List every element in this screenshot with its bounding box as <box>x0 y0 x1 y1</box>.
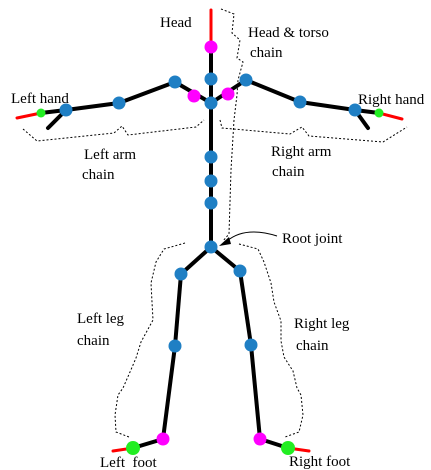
left-thigh-bone <box>173 272 183 348</box>
left-forearm-bone <box>64 101 121 112</box>
left-foot-effector <box>126 441 140 455</box>
left-hand-label: Left hand <box>11 91 69 107</box>
spine-joint-upper <box>204 150 218 164</box>
right-ankle-joint <box>253 432 267 446</box>
right-elbow-joint <box>293 95 307 109</box>
right-thigh-bone <box>238 269 253 347</box>
chest-joint <box>204 96 218 110</box>
right-hip-joint <box>233 264 247 278</box>
right-leg-chain-bracket <box>238 243 304 438</box>
right-upper-arm-bone <box>244 78 302 104</box>
left-hip-bone <box>179 245 213 276</box>
right-arm-chain-label-line2: chain <box>272 164 305 180</box>
right-arm-chain-bracket <box>219 119 408 143</box>
left-leg-chain-label-line2: chain <box>77 333 110 349</box>
head-torso-chain-label-line1: Head & torso <box>248 25 329 41</box>
root-joint <box>204 240 218 254</box>
right-hand-effector <box>374 108 384 118</box>
left-elbow-joint <box>112 96 126 110</box>
right-wrist-joint <box>348 103 362 117</box>
left-knee-joint <box>168 339 182 353</box>
head-torso-chain-label-line2: chain <box>250 45 283 61</box>
left-foot-label: Left foot <box>100 455 157 470</box>
root-joint-label: Root joint <box>282 231 343 247</box>
root-joint-arrow-curve <box>226 231 278 242</box>
left-leg-chain-label-line1: Left leg <box>77 311 125 327</box>
root-joint-arrow-head <box>219 237 231 246</box>
left-upper-arm-bone <box>117 80 177 105</box>
left-hand-effector <box>36 108 46 118</box>
right-shin-bone <box>249 343 262 441</box>
right-hand-label: Right hand <box>358 92 425 108</box>
right-shoulder-joint <box>239 73 253 87</box>
right-forearm-bone <box>298 100 357 112</box>
spine-joint-lower <box>204 196 218 210</box>
left-shoulder-joint <box>168 75 182 89</box>
head-label: Head <box>160 15 192 31</box>
right-foot-effector <box>281 441 295 455</box>
left-wrist-joint <box>59 103 73 117</box>
chain-brackets <box>22 8 408 438</box>
root-joint-arrow <box>219 231 278 246</box>
head-torso-chain-bracket <box>220 8 244 242</box>
left-arm-chain-label-line2: chain <box>82 167 115 183</box>
left-clavicle-joint <box>187 89 201 103</box>
left-shin-bone <box>161 344 177 441</box>
head-chain-end-joint <box>204 40 218 54</box>
joints <box>59 72 362 353</box>
right-leg-chain-label-line2: chain <box>296 338 329 354</box>
left-arm-chain-bracket <box>22 119 205 142</box>
right-knee-joint <box>244 338 258 352</box>
left-hip-joint <box>174 267 188 281</box>
effectors <box>36 108 384 455</box>
right-leg-chain-label-line1: Right leg <box>294 316 350 332</box>
neck-joint <box>204 72 218 86</box>
right-arm-chain-label-line1: Right arm <box>271 144 332 160</box>
left-arm-chain-label-line1: Left arm <box>84 147 136 163</box>
chain-end-joints <box>156 40 267 446</box>
right-foot-label: Right foot <box>289 454 351 470</box>
labels: Head Head & torso chain Left hand Right … <box>11 15 425 470</box>
spine-joint-middle <box>204 174 218 188</box>
left-ankle-joint <box>156 432 170 446</box>
right-clavicle-joint <box>221 87 235 101</box>
left-leg-chain-bracket <box>114 242 186 438</box>
